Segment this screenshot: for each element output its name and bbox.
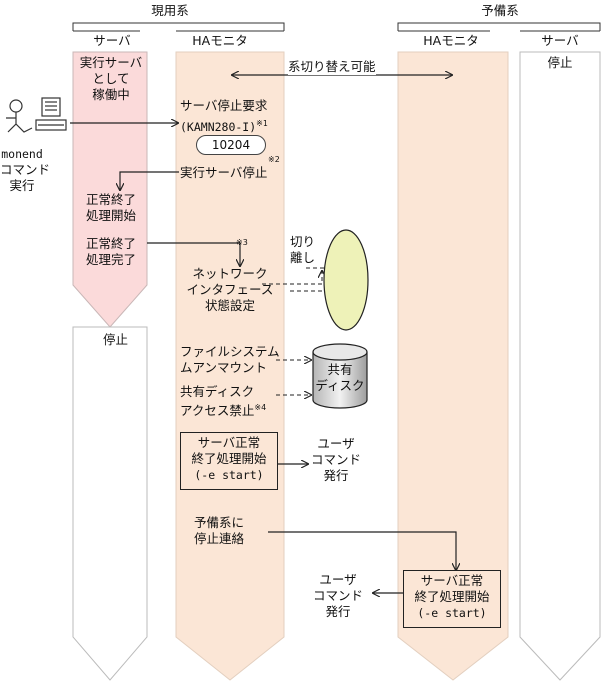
code-badge: 10204 bbox=[196, 135, 266, 155]
notify-standby: 予備系に 停止連絡 bbox=[194, 515, 245, 546]
standby-server-stopped: 停止 bbox=[547, 55, 573, 70]
shared-disk-label: 共有 ディスク bbox=[315, 362, 365, 393]
shutdown-start: 正常終了 処理開始 bbox=[85, 192, 136, 223]
active-server-stopped: 停止 bbox=[103, 332, 129, 347]
col-standby-ha: HAモニタ bbox=[423, 33, 479, 48]
shared-disk-cylinder bbox=[312, 343, 368, 409]
col-standby-server: サーバ bbox=[541, 33, 579, 48]
active-server-lane-stopped bbox=[72, 326, 148, 681]
user-cmd-active-text: サーバ正常 終了処理開始 (-e start) bbox=[191, 435, 267, 482]
note2: ※2 bbox=[268, 155, 280, 164]
active-server-lane-running bbox=[72, 51, 148, 328]
user-cmd-issue-standby: ユーザ コマンド 発行 bbox=[312, 572, 363, 619]
standby-server-lane bbox=[519, 51, 601, 681]
col-active-ha: HAモニタ bbox=[192, 33, 248, 48]
user-cmd-box-active bbox=[180, 432, 278, 490]
operator-command: monend コマンド 実行 bbox=[0, 147, 51, 193]
stop-request-label: サーバ停止要求 bbox=[180, 98, 268, 113]
operator-terminal-icon bbox=[6, 97, 67, 133]
message-id: (KAMN280-I)※1 bbox=[180, 119, 268, 134]
exec-server-stop: 実行サーバ停止 bbox=[180, 165, 268, 180]
active-system-bracket bbox=[72, 22, 285, 31]
user-cmd-box-standby bbox=[403, 570, 501, 628]
note3: ※3 bbox=[236, 238, 248, 247]
standby-system-bracket bbox=[397, 22, 601, 31]
shutdown-done: 正常終了 処理完了 bbox=[85, 236, 136, 267]
detach-label: 切り 離し bbox=[290, 234, 316, 265]
unmount-label: ファイルシステム ムアンマウント bbox=[180, 344, 280, 375]
network-setting: ネットワーク インタフェース 状態設定 bbox=[186, 266, 274, 313]
col-active-server: サーバ bbox=[93, 33, 131, 48]
detach-ellipse bbox=[323, 229, 369, 331]
user-cmd-standby-text: サーバ正常 終了処理開始 (-e start) bbox=[414, 573, 490, 620]
active-system-label: 現用系 bbox=[151, 3, 189, 18]
standby-system-label: 予備系 bbox=[481, 3, 519, 18]
user-cmd-issue-active: ユーザ コマンド 発行 bbox=[310, 436, 361, 483]
disk-access-label: 共有ディスク アクセス禁止※4 bbox=[180, 384, 267, 419]
standby-ha-lane bbox=[397, 51, 509, 681]
switchover-label: 系切り替え可能 bbox=[288, 59, 376, 75]
running-state: 実行サーバ として 稼働中 bbox=[79, 55, 143, 102]
active-ha-lane bbox=[175, 51, 285, 681]
